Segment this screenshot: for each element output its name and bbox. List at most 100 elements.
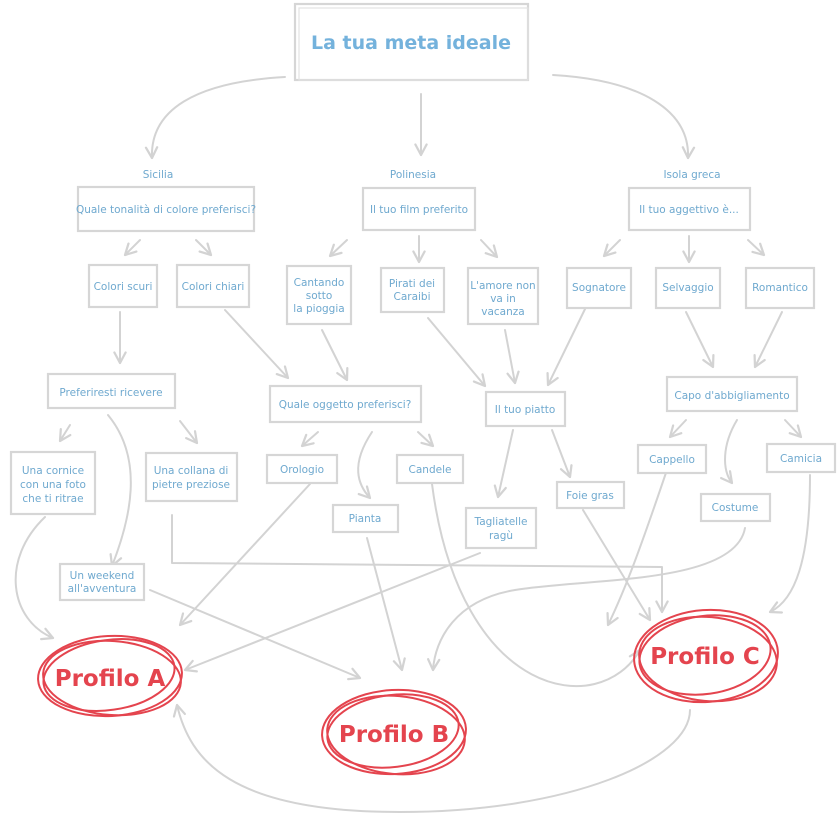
question-abbigliamento-label: Capo d'abbigliamento xyxy=(674,390,789,402)
option-pianta-label: Pianta xyxy=(349,513,382,525)
option-selvaggio: Selvaggio xyxy=(654,266,722,310)
option-cornice: Una cornice con una foto che ti ritrae xyxy=(9,450,97,516)
question-piatto: Il tuo piatto xyxy=(484,390,567,428)
arrow-title-to-isola-greca xyxy=(552,74,696,160)
option-romantico-label: Romantico xyxy=(752,282,808,294)
option-weekend-line1: Un weekend xyxy=(70,570,135,582)
arrow-candele-profilo-c xyxy=(431,483,642,688)
option-weekend-line2: all'avventura xyxy=(68,583,137,595)
arrow-film-cantando xyxy=(328,239,348,258)
option-foie-gras: Foie gras xyxy=(555,480,626,510)
arrow-colore-chiari xyxy=(195,239,213,257)
option-sognatore: Sognatore xyxy=(565,266,633,310)
question-oggetto-label: Quale oggetto preferisci? xyxy=(279,399,412,411)
arrow-selvaggio-abbigliamento xyxy=(685,311,715,369)
arrow-pirati-piatto xyxy=(427,317,487,388)
question-aggettivo: Il tuo aggettivo è... xyxy=(627,186,752,232)
profile-c-label: Profilo C xyxy=(650,644,760,670)
option-cantando-line3: la pioggia xyxy=(293,303,344,315)
question-film-label: Il tuo film preferito xyxy=(370,204,468,216)
arrow-pianta-profilo-b xyxy=(366,537,406,672)
question-colore-label: Quale tonalità di colore preferisci? xyxy=(76,204,256,216)
arrow-ricevere-cornice xyxy=(58,424,72,443)
question-ricevere: Preferiresti ricevere xyxy=(46,372,177,410)
option-weekend: Un weekend all'avventura xyxy=(58,562,146,602)
arrow-tagliatelle-profilo-a xyxy=(183,552,481,673)
option-selvaggio-label: Selvaggio xyxy=(662,282,713,294)
arrow-ricevere-collana xyxy=(179,420,199,445)
arrow-sognatore-piatto xyxy=(546,306,587,387)
arrow-romantico-abbigliamento xyxy=(753,311,783,369)
option-colori-scuri-label: Colori scuri xyxy=(94,281,153,293)
arrow-ricevere-weekend xyxy=(107,414,132,568)
arrow-cappello-profilo-c xyxy=(606,454,673,627)
option-collana-line2: pietre preziose xyxy=(152,479,230,491)
option-pirati: Pirati dei Caraibi xyxy=(379,266,446,314)
arrow-oggetto-pianta xyxy=(357,431,373,500)
option-cantando: Cantando sotto la pioggia xyxy=(285,264,353,326)
option-camicia-label: Camicia xyxy=(780,453,822,465)
destination-polinesia: Polinesia xyxy=(390,169,436,181)
option-sognatore-label: Sognatore xyxy=(572,282,626,294)
option-orologio-label: Orologio xyxy=(280,464,324,476)
arrow-cantando-oggetto xyxy=(321,329,349,382)
arrow-oggetto-orologio xyxy=(300,431,319,448)
option-amore-line3: vacanza xyxy=(481,306,524,318)
profile-a: Profilo A xyxy=(37,634,183,718)
arrow-title-to-sicilia xyxy=(144,76,286,160)
arrow-abb-camicia xyxy=(784,419,803,439)
destination-isola-greca: Isola greca xyxy=(663,169,720,181)
connectors xyxy=(14,74,811,813)
arrow-piatto-tagliatelle xyxy=(493,429,514,499)
arrow-costume-profilo-b xyxy=(426,527,746,672)
arrow-piatto-foiegras xyxy=(551,429,573,479)
option-cornice-line1: Una cornice xyxy=(22,465,84,477)
question-abbigliamento: Capo d'abbigliamento xyxy=(665,375,799,413)
arrow-profilo-c-to-a xyxy=(172,703,691,813)
arrow-abb-cappello xyxy=(668,419,687,439)
question-film: Il tuo film preferito xyxy=(361,186,477,232)
arrow-agg-sognatore xyxy=(602,239,621,258)
option-amore: L'amore non va in vacanza xyxy=(466,266,540,326)
option-cornice-line2: con una foto xyxy=(20,479,86,491)
arrow-foiegras-profilo-c xyxy=(582,509,652,622)
arrow-chiari-oggetto xyxy=(224,309,290,380)
option-cantando-line2: sotto xyxy=(306,290,333,302)
arrow-collana-profilo-c xyxy=(171,514,669,614)
option-colori-chiari-label: Colori chiari xyxy=(182,281,245,293)
arrow-abb-costume xyxy=(720,419,738,485)
option-colori-chiari: Colori chiari xyxy=(175,263,251,309)
profile-b-label: Profilo B xyxy=(339,722,449,748)
question-colore: Quale tonalità di colore preferisci? xyxy=(76,185,256,233)
option-romantico: Romantico xyxy=(744,266,816,310)
option-candele: Candele xyxy=(395,453,465,485)
option-candele-label: Candele xyxy=(409,464,452,476)
arrow-oggetto-candele xyxy=(417,431,435,448)
option-amore-line1: L'amore non xyxy=(470,280,535,292)
option-pirati-line2: Caraibi xyxy=(393,291,430,303)
option-tagliatelle-line1: Tagliatelle xyxy=(474,516,528,528)
arrow-colore-scuri xyxy=(123,239,141,257)
question-piatto-label: Il tuo piatto xyxy=(495,404,556,416)
profile-b: Profilo B xyxy=(321,688,467,776)
arrow-amore-piatto xyxy=(504,329,520,385)
option-camicia: Camicia xyxy=(765,442,837,474)
option-cantando-line1: Cantando xyxy=(294,277,345,289)
option-collana-line1: Una collana di xyxy=(154,465,229,477)
arrow-orologio-profilo-a xyxy=(178,483,311,627)
arrow-agg-romantico xyxy=(747,239,766,257)
arrow-weekend-profilo-b xyxy=(149,589,362,681)
option-orologio: Orologio xyxy=(265,453,339,485)
question-aggettivo-label: Il tuo aggettivo è... xyxy=(639,204,739,216)
option-collana: Una collana di pietre preziose xyxy=(144,451,239,503)
option-foie-gras-label: Foie gras xyxy=(566,490,614,502)
title-box: La tua meta ideale xyxy=(293,2,530,82)
question-oggetto: Quale oggetto preferisci? xyxy=(268,384,423,424)
option-tagliatelle: Tagliatelle ragù xyxy=(464,506,538,550)
option-tagliatelle-line2: ragù xyxy=(489,530,513,542)
option-costume: Costume xyxy=(699,492,772,523)
option-pirati-line1: Pirati dei xyxy=(389,278,435,290)
destination-sicilia: Sicilia xyxy=(143,169,174,181)
profile-c: Profilo C xyxy=(633,608,779,704)
